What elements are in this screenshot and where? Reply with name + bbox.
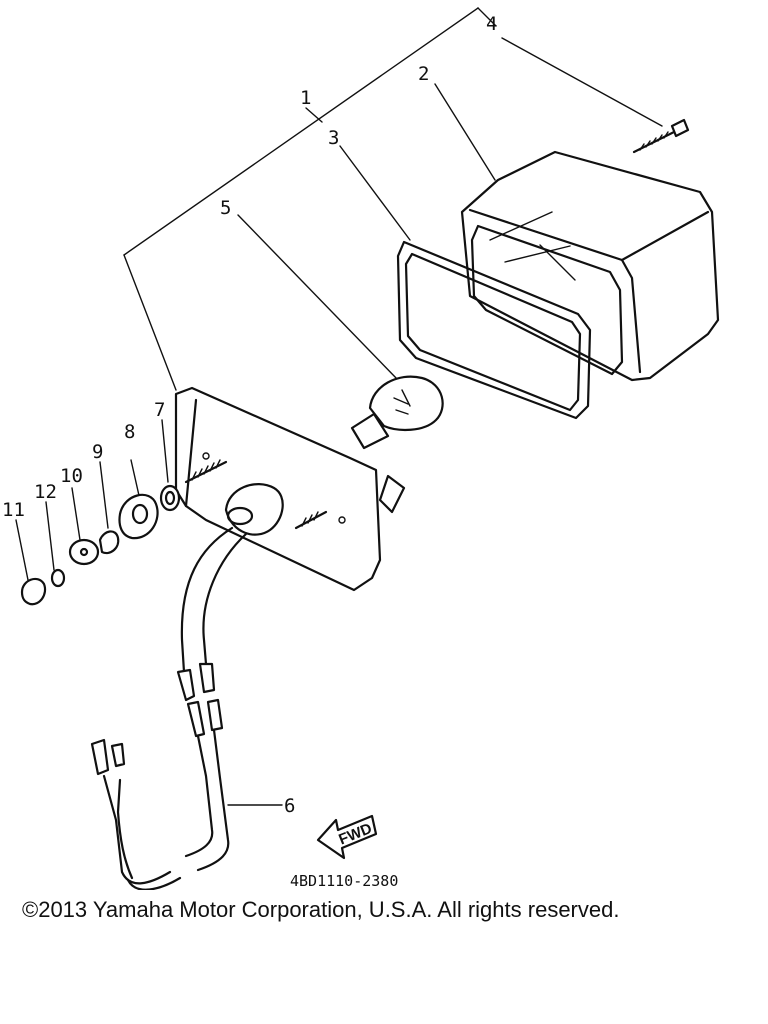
washer-12: [50, 568, 66, 588]
tail-light-exploded-diagram: FWD 1 2 3 4 5 6 7 8 9 10 11 12 4BD1110-2…: [2, 7, 720, 890]
callout-5: 5: [220, 197, 231, 219]
callout-10: 10: [60, 465, 83, 487]
screw: [632, 118, 690, 154]
callout-3: 3: [328, 127, 339, 149]
callout-4: 4: [486, 13, 497, 35]
callout-6: 6: [284, 795, 295, 817]
grommet-8: [118, 493, 159, 540]
lead-wire-assembly: [90, 698, 230, 890]
callout-12: 12: [34, 481, 57, 503]
base-plate: [174, 386, 406, 592]
callout-8: 8: [124, 421, 135, 443]
washer-10: [68, 538, 100, 566]
nut-11: [20, 577, 47, 606]
gasket: [396, 240, 592, 420]
callout-11: 11: [2, 499, 25, 521]
drawing-number: 4BD1110-2380: [290, 872, 398, 890]
leader-lines: [15, 37, 663, 806]
callout-1: 1: [300, 87, 311, 109]
assembly-bracket: [123, 7, 497, 256]
callout-9: 9: [92, 441, 103, 463]
callout-7: 7: [154, 399, 165, 421]
lens-housing: [460, 150, 720, 382]
copyright-notice: ©2013 Yamaha Motor Corporation, U.S.A. A…: [22, 897, 620, 922]
bulb: [350, 375, 444, 450]
fwd-arrow-icon: FWD: [316, 814, 378, 860]
socket-wires: [176, 526, 248, 702]
collar-9: [98, 530, 120, 555]
fwd-label: FWD: [336, 820, 374, 849]
callout-2: 2: [418, 63, 429, 85]
small-parts: [20, 484, 181, 606]
washer-7: [159, 484, 181, 512]
